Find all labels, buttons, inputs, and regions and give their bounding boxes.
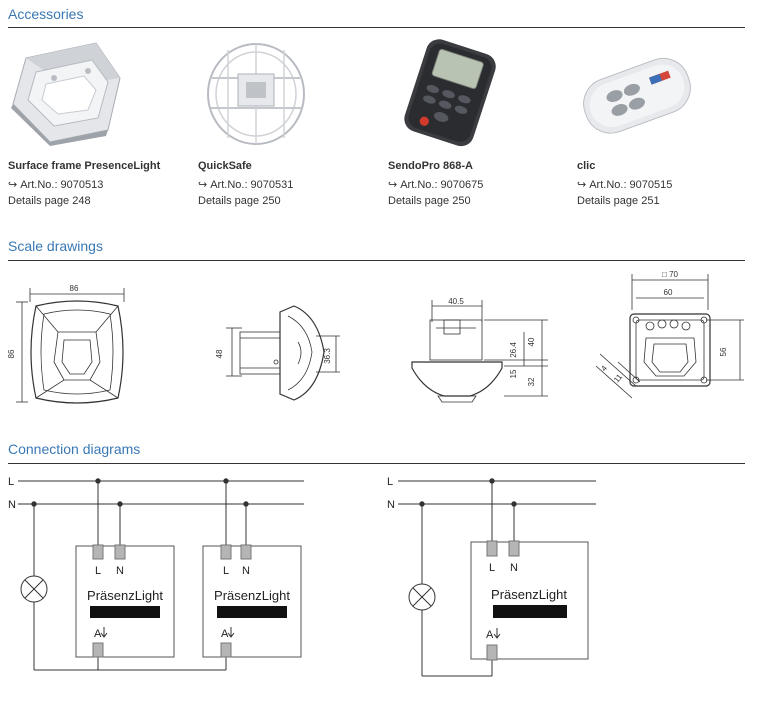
dim-56: 56 (719, 347, 728, 356)
drawing-profile-view: 40.5 40 26.4 15 32 (411, 297, 548, 403)
connection-diagrams-heading: Connection diagrams (8, 441, 141, 457)
scale-drawings-heading: Scale drawings (8, 238, 103, 254)
device-label: PräsenzLight (214, 588, 290, 603)
term-L: L (489, 562, 495, 574)
term-N: N (116, 565, 124, 577)
product-art-no: ↪Art.No.: 9070515 (577, 178, 672, 191)
arrow-icon: ↪ (8, 179, 18, 191)
term-N: N (510, 562, 518, 574)
product-quicksafe: QuickSafe ↪Art.No.: 9070531 Details page… (198, 38, 378, 207)
product-details-link[interactable]: Details page 250 (388, 195, 471, 207)
arrow-icon: ↪ (577, 179, 587, 191)
product-art-no: ↪Art.No.: 9070513 (8, 178, 103, 191)
dim-width: 86 (70, 284, 79, 293)
dim-36-3: 36.3 (323, 348, 332, 364)
dim-4: 4 (599, 363, 609, 373)
product-details-link[interactable]: Details page 248 (8, 195, 91, 207)
accessories-heading: Accessories (8, 6, 84, 22)
term-A: A (221, 628, 229, 640)
product-details-link[interactable]: Details page 251 (577, 195, 660, 207)
device-label: PräsenzLight (87, 588, 163, 603)
product-art-no: ↪Art.No.: 9070531 (198, 178, 293, 191)
label-N: N (8, 499, 16, 511)
drawing-side-view: 48 36.3 (215, 305, 340, 401)
label-N: N (387, 499, 395, 511)
term-L: L (223, 565, 229, 577)
term-A: A (94, 628, 102, 640)
surface-frame-image (11, 42, 121, 146)
drawing-frame-view: □ 70 60 56 4 11 (595, 270, 744, 399)
product-clic: clic ↪Art.No.: 9070515 Details page 251 (577, 38, 757, 207)
quicksafe-image (207, 43, 305, 145)
sendopro-image (404, 39, 496, 147)
dim-60: 60 (664, 288, 673, 297)
product-sendopro: SendoPro 868-A ↪Art.No.: 9070675 Details… (388, 38, 568, 207)
product-name: clic (577, 160, 596, 172)
arrow-icon: ↪ (198, 179, 208, 191)
art-no-text: Art.No.: 9070513 (20, 179, 104, 191)
dim-70: □ 70 (662, 270, 679, 279)
dim-40-5: 40.5 (448, 297, 464, 306)
scale-drawings-rule (8, 260, 745, 261)
product-name: QuickSafe (198, 160, 252, 172)
product-details-link[interactable]: Details page 250 (198, 195, 281, 207)
dim-40: 40 (527, 337, 536, 346)
term-L: L (95, 565, 101, 577)
clic-image (583, 57, 691, 134)
product-surface-frame: Surface frame PresenceLight ↪Art.No.: 90… (8, 38, 188, 207)
drawing-top-view: 86 86 (7, 284, 125, 404)
art-no-text: Art.No.: 9070531 (210, 179, 294, 191)
accessories-rule (8, 27, 745, 28)
label-L: L (387, 476, 393, 488)
arrow-icon: ↪ (388, 179, 398, 191)
diagram-two-devices: L N L N PräsenzLight A L (8, 476, 304, 671)
dim-height: 86 (7, 349, 16, 358)
art-no-text: Art.No.: 9070675 (400, 179, 484, 191)
label-L: L (8, 476, 14, 488)
dim-48: 48 (215, 349, 224, 358)
product-art-no: ↪Art.No.: 9070675 (388, 178, 483, 191)
diagram-single-device: L N L N PräsenzLight A (387, 476, 596, 677)
dim-15: 15 (509, 369, 518, 378)
device-label: PräsenzLight (491, 587, 567, 602)
connection-diagrams-rule (8, 463, 745, 464)
product-name: Surface frame PresenceLight (8, 160, 161, 172)
scale-drawings-svg: 86 86 48 36.3 40.5 (7, 270, 744, 404)
art-no-text: Art.No.: 9070515 (589, 179, 673, 191)
term-N: N (242, 565, 250, 577)
dim-26-4: 26.4 (509, 342, 518, 358)
dim-32: 32 (527, 377, 536, 386)
term-A: A (486, 629, 494, 641)
product-name: SendoPro 868-A (388, 160, 473, 172)
